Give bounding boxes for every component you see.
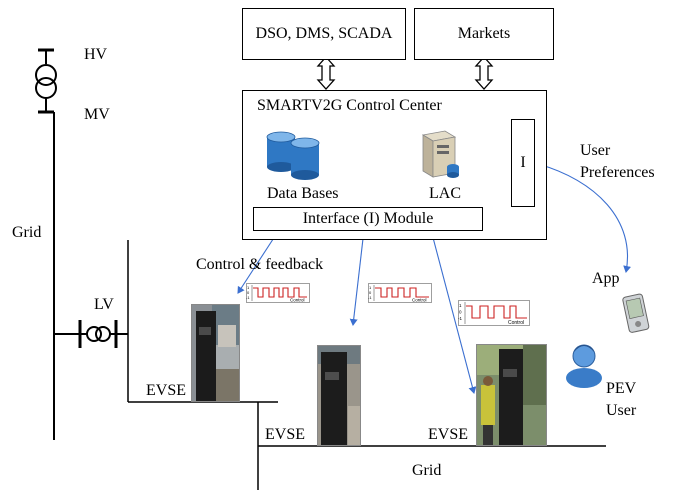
signal-tick-3-a: 1 [459,303,462,308]
pev-user-line1: PEV [606,380,637,397]
databases-icon [266,131,320,180]
signal-tick-3-c: -1 [458,316,462,321]
hv-label: HV [84,46,108,63]
markets-label: Markets [457,25,511,43]
evse-label-1: EVSE [146,382,186,399]
evse-photo-2 [317,345,361,446]
dso-dms-scada-box: DSO, DMS, SCADA [242,8,406,60]
signal-tick-2-b: 0 [369,290,372,295]
charging-station-image [318,346,360,445]
lv-transformer [54,320,128,348]
charging-station-image [477,345,546,445]
control-signal-thumbnail-3: 1 0 -1 Control [458,300,530,326]
grid-bottom-label: Grid [412,462,442,479]
signal-tick-1-a: 1 [247,285,250,290]
lac-label: LAC [429,185,461,202]
signal-label-2: Control [412,298,427,303]
control-feedback-label: Control & feedback [196,256,324,273]
user-preferences-line1: User [580,142,611,159]
interface-i-box: I [511,119,535,207]
dso-label: DSO, DMS, SCADA [255,25,393,43]
app-label: App [592,270,620,287]
user-preferences-line2: Preferences [580,164,655,181]
control-center-box: SMARTV2G Control Center Data Bases [242,90,547,240]
evse-photo-1 [191,304,240,402]
signal-label-1: Control [290,298,305,303]
signal-tick-1-b: 0 [247,290,250,295]
lv-feeder [127,240,606,490]
user-icon [566,344,602,388]
signal-tick-1-c: -1 [246,295,250,300]
server-icon [421,130,459,178]
markets-box: Markets [414,8,554,60]
signal-tick-2-a: 1 [369,285,372,290]
grid-left-label: Grid [12,224,42,241]
databases-label: Data Bases [267,185,339,202]
control-signal-thumbnail-1: 1 0 -1 Control [246,283,310,303]
interface-i-label: I [520,154,526,172]
interface-module-label: Interface (I) Module [302,210,434,228]
mv-label: MV [84,106,110,123]
interface-module-box: Interface (I) Module [253,207,483,231]
top-double-arrows [316,56,494,90]
charging-station-image [192,305,239,401]
signal-tick-3-b: 0 [459,310,462,315]
signal-tick-2-c: -1 [368,295,372,300]
pev-user-line2: User [606,402,637,419]
evse-photo-3 [476,344,547,446]
evse-label-3: EVSE [428,426,468,443]
signal-label-3: Control [508,320,524,326]
control-signal-thumbnail-2: 1 0 -1 Control [368,283,432,303]
evse-label-2: EVSE [265,426,305,443]
hv-mv-transformer [35,48,57,114]
lv-label: LV [94,296,114,313]
smartphone-app-icon [622,293,650,333]
control-arrows [237,161,632,394]
control-center-title: SMARTV2G Control Center [257,97,442,114]
